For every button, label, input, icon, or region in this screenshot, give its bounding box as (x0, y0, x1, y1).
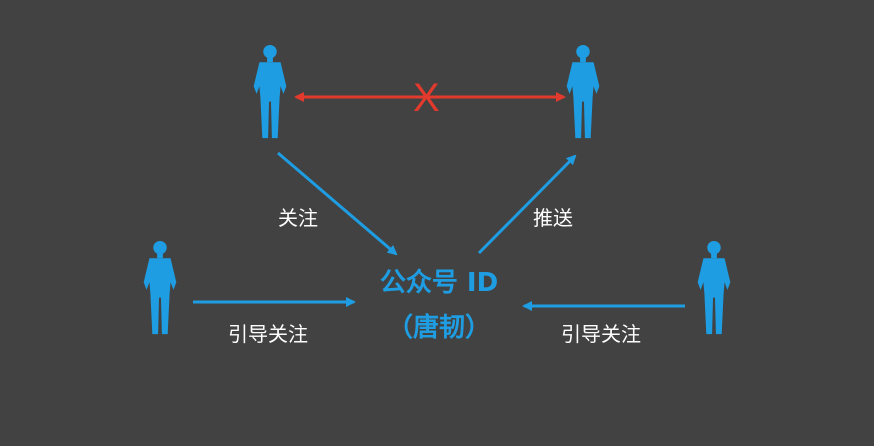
push-arrow (477, 154, 577, 255)
push-label: 推送 (533, 206, 573, 230)
person-icon-left (143, 240, 177, 335)
person-icon-top-left (253, 44, 287, 139)
guide-follow-label-left: 引导关注 (228, 322, 308, 346)
follow-label: 关注 (278, 206, 318, 230)
official-account-id-subtitle: （唐韧） (386, 313, 491, 343)
follow-arrow (277, 151, 398, 256)
guide-follow-label-right: 引导关注 (561, 322, 641, 346)
blocked-x-mark: X (413, 76, 440, 120)
official-account-id-title: 公众号 ID (379, 268, 499, 298)
person-icon-top-right (566, 44, 600, 139)
person-icon-right (697, 240, 731, 335)
